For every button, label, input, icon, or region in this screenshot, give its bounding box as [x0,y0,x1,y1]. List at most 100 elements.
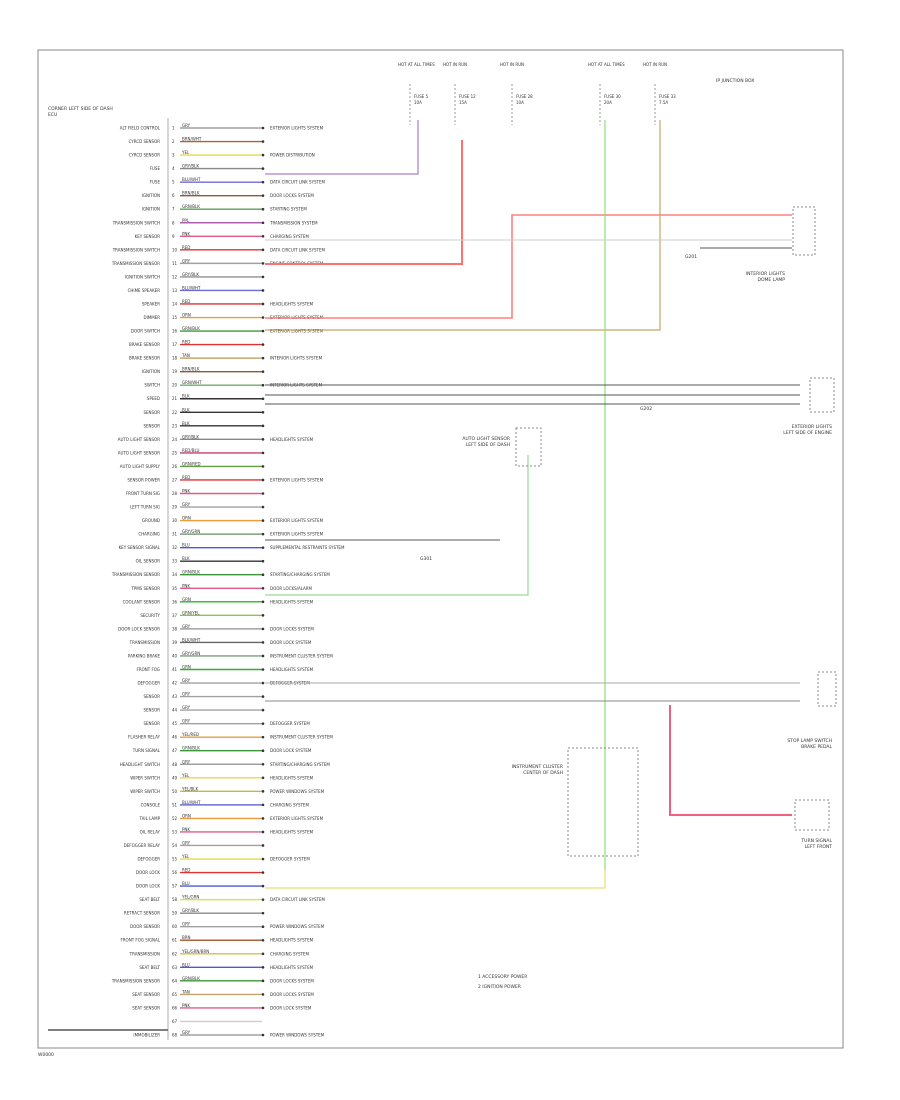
wire-color-code: BLU [182,962,190,967]
pin-destination: EXTERIOR LIGHTS SYSTEM [270,126,324,131]
connector-dot [261,519,265,522]
fuse-amps: 20A [604,100,612,105]
pin-number: 60 [172,924,178,929]
pin-label: IGNITION SWITCH [125,274,160,279]
pin-destination: DOOR LOCK SYSTEM [270,748,312,753]
connector-dot [261,234,265,238]
pin-number: 56 [172,870,178,875]
wire-color-code: BRN/BLK [182,191,200,196]
pin-number: 33 [172,559,178,564]
wire-color-code: PNK [182,583,190,588]
pin-number: 7 [172,207,175,212]
pin-number: 68 [172,1033,178,1038]
connector-dot [261,898,265,901]
wire-color-code: GRY [182,1030,191,1035]
wire-color-code: ORN [182,813,191,818]
fuse-amps: 7.5A [659,100,668,105]
connector-dot [261,857,265,861]
connector-dot [261,126,265,130]
connector-dot [261,911,265,915]
wire-color-code: GRY [182,502,191,507]
pin-label: SENSOR [143,410,160,415]
fuse-name: HOT IN RUN [443,62,467,67]
wire-color-code: GRY [182,719,191,724]
connector-dot [261,817,265,820]
wire-color-code: PNK [182,1003,190,1008]
pin-destination: DATA CIRCUIT LINK SYSTEM [270,247,326,252]
connector-dot [261,532,265,536]
pin-number: 19 [172,369,178,374]
pin-label: TRANSMISSION SENSOR [111,261,160,266]
wire-color-code: GRN/BLK [182,746,200,751]
pin-label: SPEED [147,396,160,401]
ground-label: G301 [420,556,432,562]
pin-number: 14 [172,301,178,306]
wire-color-code: YEL/GRN [181,895,199,900]
pin-number: 58 [172,897,178,902]
fuse-id: FUSE 28 [516,94,533,99]
pin-label: DOOR LOCK [136,870,160,875]
fuse-name: HOT AT ALL TIMES [398,62,435,67]
pin-label: SENSOR [143,694,160,699]
pin-number: 59 [172,911,178,916]
wire-color-code: RED [182,245,190,250]
pin-label: SEAT BELT [139,897,160,902]
pin-number: 49 [172,775,178,780]
wire-color-code: YEL [181,854,190,859]
wire-color-code: TAN [181,353,190,358]
pin-number: 9 [172,234,175,239]
component-turn-signal: TURN SIGNAL LEFT FRONT [794,799,832,850]
connector-dot [261,289,265,292]
pin-destination: HEADLIGHTS SYSTEM [270,667,314,672]
connector-dot [261,871,265,874]
pin-number: 2 [172,139,175,144]
pin-label: IGNITION [142,207,160,212]
pin-label: IMMOBILIZER [133,1033,160,1038]
pin-label: HEADLIGHT SWITCH [120,762,160,767]
pin-number: 1 [172,126,175,131]
pin-label: TRANSMISSION SWITCH [112,247,160,252]
ground-label: G202 [640,406,652,412]
connector-dot [261,1033,265,1037]
wire-color-code: RED [182,868,190,873]
pin-destination: INSTRUMENT CLUSTER SYSTEM [270,735,333,740]
connector-dot [261,221,265,225]
fuse-amps: 10A [516,100,524,105]
pin-destination: POWER WINDOWS SYSTEM [270,1033,325,1038]
component-name: INTERIOR LIGHTS [746,271,785,277]
connector-dot [261,925,265,929]
wire-color-code: RED [182,340,190,345]
pin-destination: DOOR LOCKS SYSTEM [270,992,314,997]
diagram-frame [37,49,844,1049]
wire-color-code: GRY [182,678,191,683]
wire-color-code: GRN/WHT [182,380,202,385]
pin-label: SEAT BELT [139,965,160,970]
connector-dot [261,559,265,563]
wire-color-code: BLU [182,543,190,548]
pin-destination: EXTERIOR LIGHTS SYSTEM [270,532,324,537]
pin-label: SENSOR [143,721,160,726]
wire-color-code: BRN [182,935,191,940]
wire-color-code: GRY/BLK [182,434,199,439]
pin-label: TAIL LAMP [139,816,161,821]
